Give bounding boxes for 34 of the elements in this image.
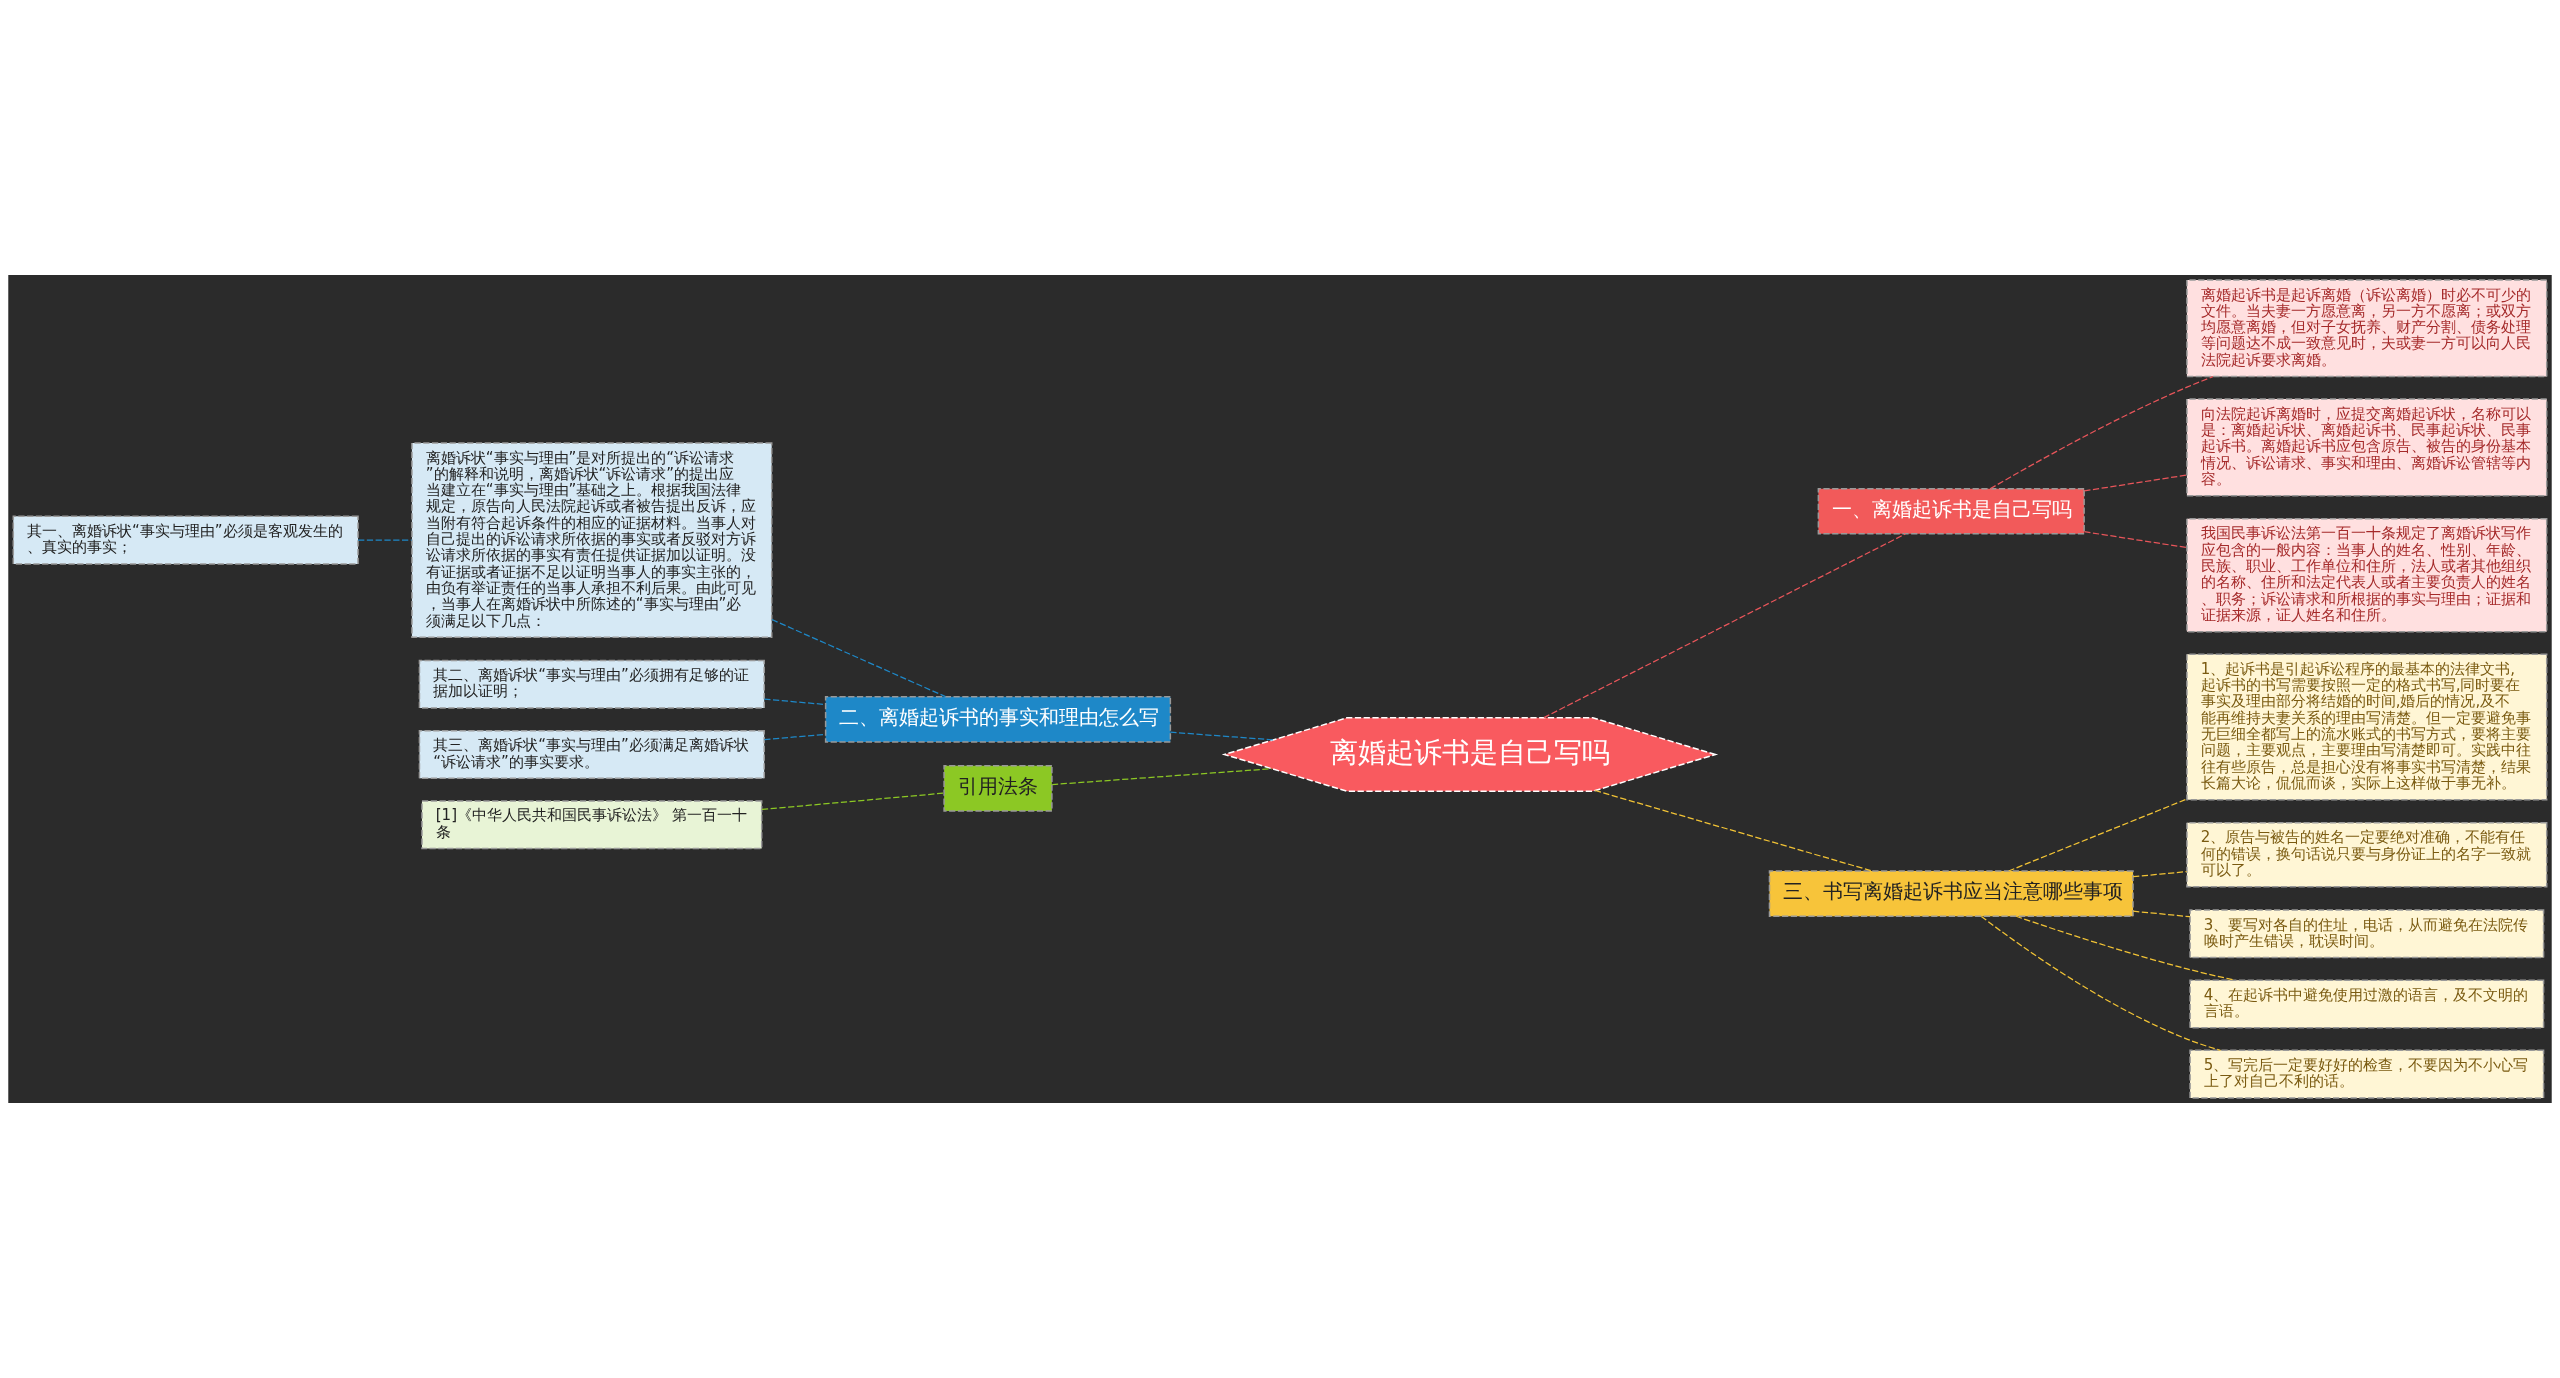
connector (2132, 871, 2188, 878)
node-box: 向法院起诉离婚时，应提交离婚起诉状，名称可以是：离婚起诉状、离婚起诉书、民事起诉状、民事起诉书。离婚起诉书应包含原告、被告的身份基本情况、诉讼请求、事实和理由、离婚诉讼管辖等内容。 (2186, 398, 2548, 497)
node-box: 引用法条 (943, 765, 1053, 812)
node-box: 1、起诉书是引起诉讼程序的最基本的法律文书,起诉书的书写需要按照一定的格式书写,同时要在事实及理由部分将结婚的时间,婚后的情况,及不能再维持夫妻关系的理由写清楚。但一定要避免事无巨细全都写上的流水账式的书写方式，要将主要问题，主要观点，主要理由写清楚即可。实践中往往有些原告，总是担心没有将事实书写清楚，结果长篇大论，侃侃而谈，实际上这样做于事无补。 (2186, 653, 2548, 801)
connector (761, 792, 945, 811)
connector (357, 539, 413, 541)
node-box: 2、原告与被告的姓名一定要绝对准确，不能有任何的错误，换句话说只要与身份证上的名字一致就可以了。 (2186, 822, 2548, 888)
node-box: 其二、离婚诉状“事实与理由”必须拥有足够的证据加以证明； (418, 659, 765, 709)
node-box: 其一、离婚诉状“事实与理由”必须是客观发生的、真实的事实； (12, 515, 359, 565)
node-box: 三、书写离婚起诉书应当注意哪些事项 (1768, 870, 2134, 917)
node-box: 离婚诉状“事实与理由”是对所提出的“诉讼请求”的解释和说明，离婚诉状“诉讼请求”的提出应当建立在“事实与理由”基础之上。根据我国法律规定，原告向人民法院起诉或者被告提出反诉，应当附有符合起诉条件的相应的证据材料。当事人对自己提出的诉讼请求所依据的事实或者反驳对方诉讼请求所依据的事实有责任提供证据加以证明。没有证据或者证据不足以证明当事人的事实主张的，由负有举证责任的当事人承担不利后果。由此可见，当事人在离婚诉状中所陈述的“事实与理由”必须满足以下几点： (411, 442, 773, 639)
node-box: 二、离婚起诉书的事实和理由怎么写 (824, 696, 1172, 743)
connector (1169, 731, 1274, 741)
connector (1594, 789, 1873, 872)
connector (771, 618, 947, 698)
connector (763, 698, 827, 706)
connector (1989, 376, 2214, 490)
connector (2083, 531, 2188, 549)
node-box: 一、离婚起诉书是自己写吗 (1817, 488, 2085, 535)
connector (1980, 915, 2222, 1051)
node-box: [1]《中华人民共和国民事诉讼法》 第一百一十条 (421, 800, 763, 850)
node-box: 我国民事诉讼法第一百一十条规定了离婚诉状写作应包含的一般内容：当事人的姓名、性别、年龄、民族、职业、工作单位和住所，法人或者其他组织的名称、住所和法定代表人或者主要负责人的姓名、职务；诉讼请求和所根据的事实与理由；证据和证据来源，证人姓名和住所。 (2186, 518, 2548, 633)
connector (2008, 798, 2188, 872)
node-box: 离婚起诉书是起诉离婚（诉讼离婚）时必不可少的文件。当夫妻一方愿意离，另一方不愿离；或双方均愿意离婚，但对子女抚养、财产分割、债务处理等问题达不成一致意见时，夫或妻一方可以向人民法院起诉要求离婚。 (2186, 279, 2548, 378)
connector (2015, 915, 2236, 981)
node-box: 3、要写对各自的住址，电话，从而避免在法院传唤时产生错误，耽误时间。 (2189, 909, 2545, 959)
node-box: 4、在起诉书中避免使用过激的语言，及不文明的言语。 (2189, 979, 2545, 1029)
node-box: 其三、离婚诉状“事实与理由”必须满足离婚诉状“诉讼请求”的事实要求。 (418, 729, 765, 780)
node-box: 5、写完后一定要好好的检查，不要因为不小心写上了对自己不利的话。 (2189, 1049, 2545, 1099)
connector (2132, 910, 2191, 918)
connector (2083, 474, 2188, 492)
connector (1543, 533, 1906, 719)
connector (763, 733, 827, 741)
connector (1051, 768, 1273, 786)
